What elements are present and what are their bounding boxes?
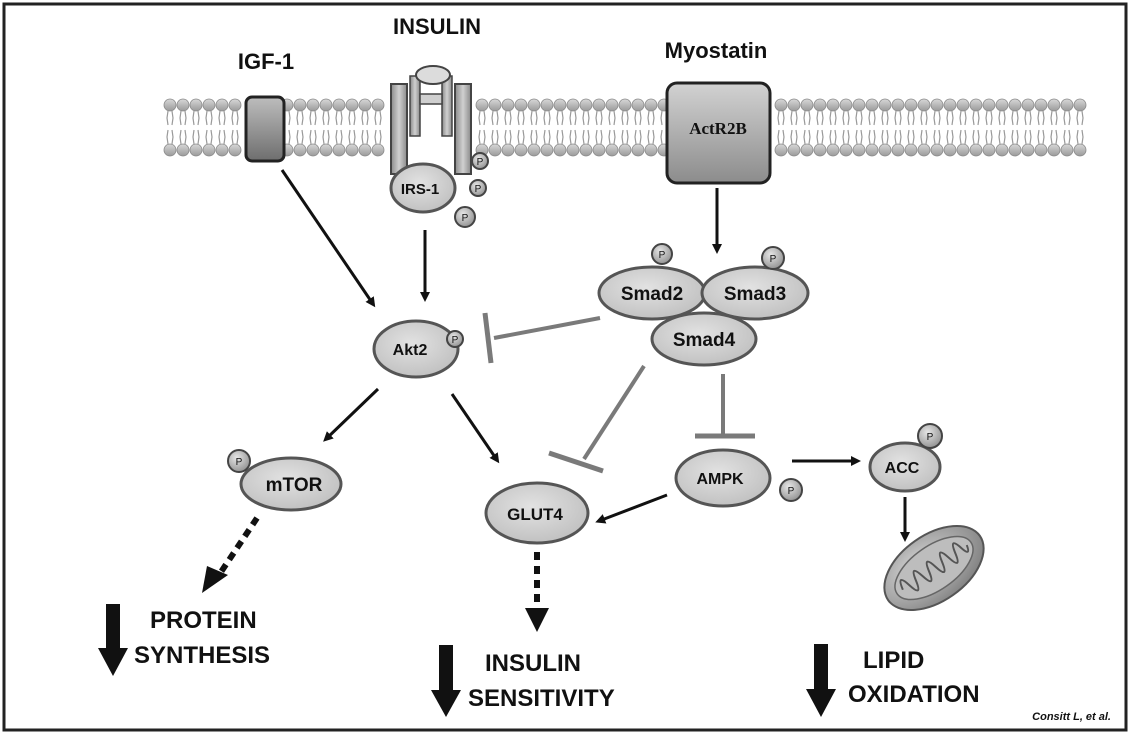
inhibit-bar-akt2 (482, 312, 494, 364)
phospho-badge: P (651, 243, 673, 265)
phospho-badge: P (446, 330, 464, 348)
svg-text:P: P (236, 457, 243, 468)
inhibit-bar-glut4 (548, 450, 604, 474)
igf1-receptor (244, 95, 286, 163)
smad2-node: Smad2 (597, 265, 707, 321)
ampk-node: AMPK (674, 448, 772, 508)
cell-membrane (163, 98, 1087, 157)
svg-text:P: P (927, 432, 934, 443)
outcome-lipid-line2: OXIDATION (848, 681, 980, 708)
irs1-node: IRS-1 (389, 162, 457, 214)
irs1-label: IRS-1 (401, 181, 439, 198)
akt2-label: Akt2 (393, 342, 428, 359)
svg-text:P: P (770, 254, 777, 265)
actr2b-receptor: ActR2B (665, 81, 772, 185)
arrow-akt2-mtor (323, 387, 380, 442)
inhibit-smad-akt2 (493, 316, 601, 340)
dashed-arrow-mtor-protein (214, 516, 260, 580)
mitochondrion-icon (883, 525, 985, 611)
arrow-igf1-akt2 (280, 169, 376, 308)
smad3-node: Smad3 (700, 265, 810, 321)
acc-node: ACC (868, 441, 942, 493)
dashed-arrow-head-mtor (202, 566, 228, 593)
outcome-insulin-line2: SENSITIVITY (468, 685, 615, 712)
phospho-badge: P (227, 449, 251, 473)
smad4-label: Smad4 (673, 330, 736, 351)
smad4-node: Smad4 (650, 311, 758, 367)
down-arrow-icon (431, 645, 461, 717)
svg-text:P: P (788, 486, 795, 497)
arrow-akt2-glut4 (450, 393, 500, 464)
phospho-badge: P (761, 246, 785, 270)
ampk-label: AMPK (696, 471, 744, 488)
insulin-label: INSULIN (393, 14, 481, 39)
arrow-ampk-glut4 (595, 493, 668, 524)
svg-text:P: P (477, 157, 484, 168)
dashed-arrow-head-glut4 (525, 608, 549, 632)
phospho-badge: P (917, 423, 943, 449)
credit-text: Consitt L, et al. (1032, 711, 1111, 723)
svg-text:P: P (659, 250, 666, 261)
down-arrow-icon (806, 644, 836, 717)
myostatin-label: Myostatin (665, 38, 768, 63)
mtor-node: mTOR (239, 456, 343, 512)
outcome-protein-line2: SYNTHESIS (134, 642, 270, 669)
phospho-badge: P (469, 179, 487, 197)
actr2b-label: ActR2B (689, 119, 747, 138)
phospho-badge: P (471, 152, 489, 170)
outcome-protein-line1: PROTEIN (150, 607, 257, 634)
down-arrow-icon (98, 604, 128, 676)
svg-text:P: P (452, 335, 459, 346)
outcome-lipid-line1: LIPID (863, 647, 924, 674)
acc-label: ACC (885, 460, 920, 477)
smad3-label: Smad3 (724, 284, 786, 305)
igf1-label: IGF-1 (238, 49, 294, 74)
inhibit-smad-glut4 (582, 364, 646, 461)
akt2-node: Akt2 (372, 319, 460, 379)
mtor-label: mTOR (266, 475, 323, 496)
glut4-label: GLUT4 (507, 505, 563, 524)
insulin-receptor (390, 65, 472, 175)
outcome-insulin-line1: INSULIN (485, 650, 581, 677)
svg-text:P: P (462, 213, 469, 224)
phospho-badge: P (779, 478, 803, 502)
glut4-node: GLUT4 (484, 481, 590, 545)
svg-text:P: P (475, 184, 482, 195)
smad2-label: Smad2 (621, 284, 683, 305)
phospho-badge: P (454, 206, 476, 228)
